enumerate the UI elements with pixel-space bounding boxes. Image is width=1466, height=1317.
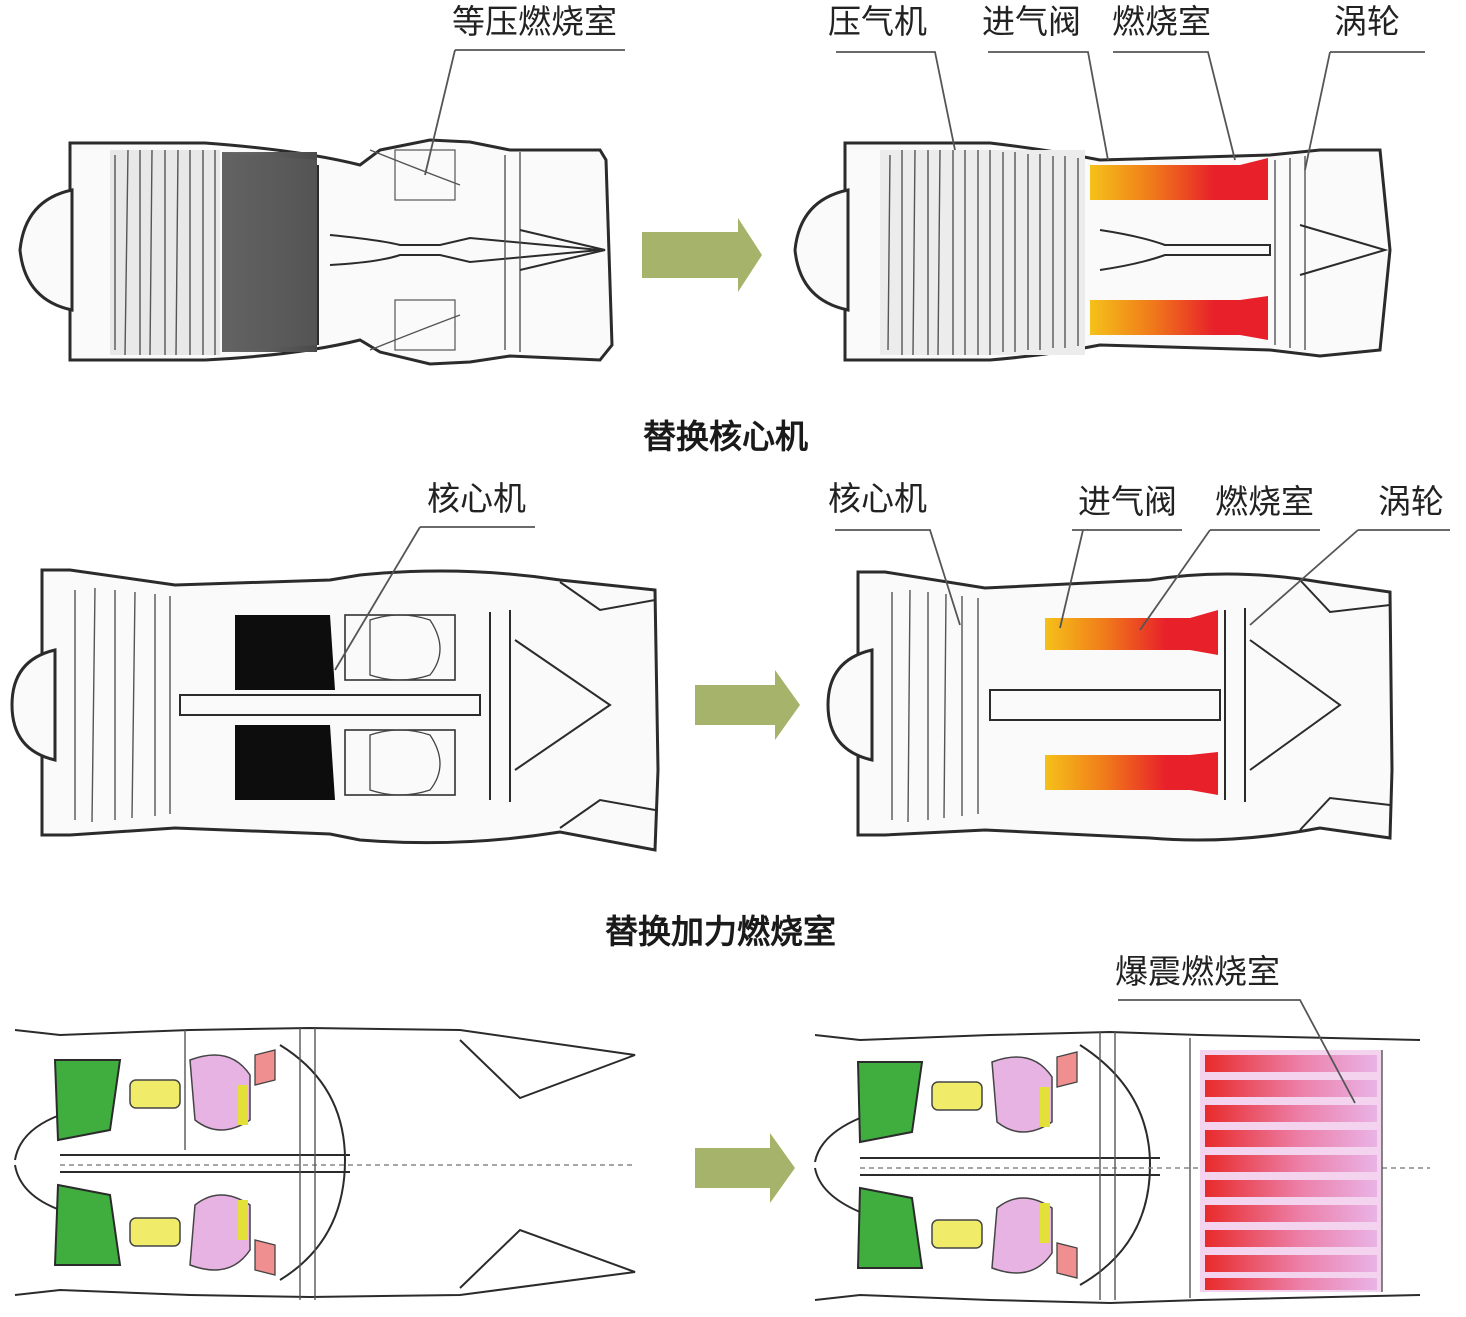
- row2-right-engine: [826, 570, 1394, 842]
- row1-left-leader: [424, 49, 625, 176]
- row2-right-leaders: [835, 529, 1450, 631]
- row1-left-combustor-label: 等压燃烧室: [452, 2, 617, 41]
- caption-replace-afterburner: 替换加力燃烧室: [605, 912, 836, 951]
- row3-arrow: [695, 1133, 795, 1203]
- row1-right-intake-valve-label: 进气阀: [982, 2, 1081, 41]
- row2-right-combustors: [1045, 610, 1218, 795]
- row3-left-fan: [53, 1059, 122, 1266]
- caption-replace-core: 替换核心机: [643, 417, 808, 456]
- row1-right-turbine-label: 涡轮: [1334, 2, 1400, 41]
- row3-right-fan: [856, 1061, 924, 1269]
- row1-right-leaders: [836, 51, 1425, 171]
- row3-left-turbine: [254, 1049, 276, 1276]
- row3-right-detonation-tubes: [1200, 1050, 1383, 1292]
- row2-right-intake-valve-label: 进气阀: [1078, 482, 1177, 521]
- row3-right-detonation-label: 爆震燃烧室: [1115, 952, 1280, 991]
- row1-left-compressor: [110, 149, 317, 356]
- row2-right-core-label: 核心机: [828, 479, 927, 518]
- row1-left-engine: [18, 138, 614, 366]
- row3-right-engine: [814, 1030, 1430, 1305]
- row3-left-engine: [14, 1026, 636, 1300]
- row2-right-combustor-label: 燃烧室: [1215, 482, 1314, 521]
- row3-left-burner: [189, 1054, 251, 1271]
- row3-right-burner: [991, 1056, 1053, 1274]
- row1-arrow: [642, 218, 762, 292]
- row1-right-combustor-label: 燃烧室: [1112, 2, 1211, 41]
- row3-left-compressor: [129, 1079, 181, 1247]
- row2-arrow: [695, 670, 800, 740]
- row3-right-leader: [1118, 999, 1356, 1104]
- row2-left-core-label: 核心机: [427, 479, 526, 518]
- row2-left-leader: [334, 526, 535, 671]
- row1-right-compressor-label: 压气机: [828, 2, 927, 41]
- row1-right-compressor: [880, 149, 1085, 356]
- row2-left-engine: [10, 568, 660, 852]
- row1-right-combustors: [1090, 158, 1268, 340]
- row3-right-turbine: [1056, 1051, 1078, 1279]
- row2-left-core-block: [235, 614, 456, 800]
- row3-right-compressor: [931, 1081, 983, 1249]
- row2-right-turbine-label: 涡轮: [1378, 482, 1444, 521]
- row1-right-engine: [793, 141, 1392, 362]
